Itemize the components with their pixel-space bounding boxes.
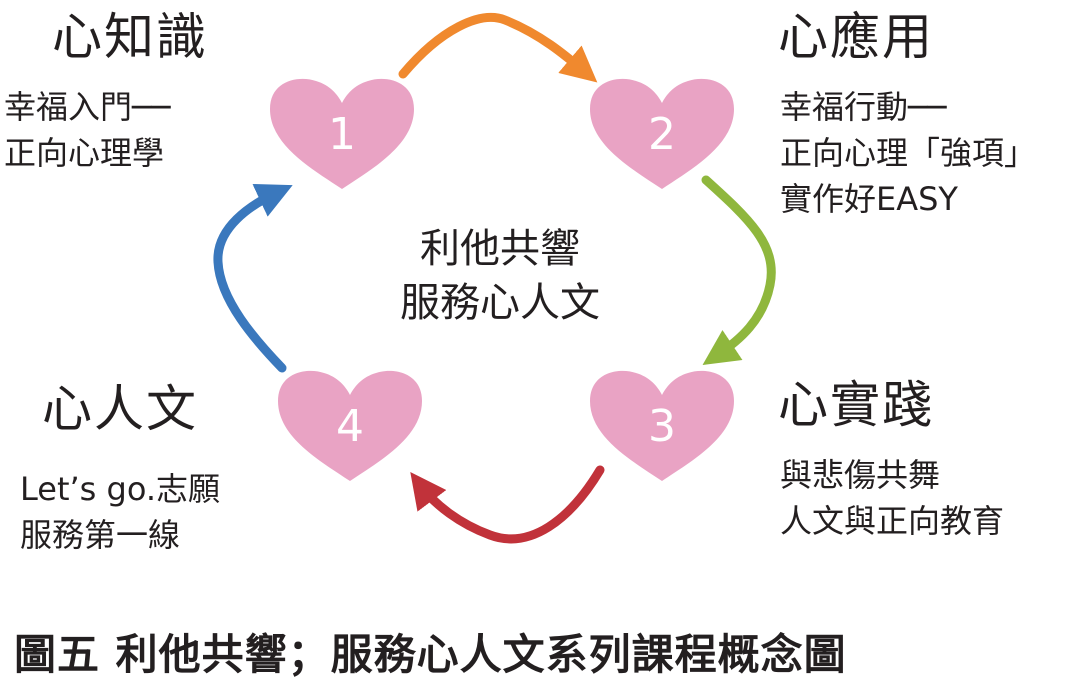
center-line-2: 服務心人文 — [400, 280, 600, 326]
node-2-line-2: 正向心理「強項」 — [780, 134, 1037, 172]
node-3-line-2: 人文與正向教育 — [780, 502, 1005, 540]
node-1-title: 心知識 — [52, 8, 208, 66]
node-4-description: Let’s go.志願 服務第一線 — [20, 466, 220, 558]
figure-caption: 圖五 利他共響；服務心人文系列課程概念圖 — [14, 630, 847, 679]
node-4-line-2: 服務第一線 — [20, 516, 181, 554]
node-number-3: 3 — [648, 401, 676, 452]
node-2-line-1: 幸福行動── — [780, 88, 947, 126]
arrow-2-to-3 — [701, 175, 776, 365]
node-1-line-1: 幸福入門── — [4, 88, 171, 126]
node-2-line-3: 實作好EASY — [780, 180, 958, 218]
node-number-4: 4 — [336, 401, 364, 452]
node-4-title: 心人文 — [42, 380, 198, 438]
arrow-1-to-2 — [398, 12, 598, 83]
node-2-description: 幸福行動── 正向心理「強項」 實作好EASY — [780, 84, 1036, 222]
center-line-1: 利他共響 — [420, 226, 580, 272]
node-number-2: 2 — [648, 109, 676, 160]
node-1-description: 幸福入門── 正向心理學 — [4, 84, 171, 176]
node-1-line-2: 正向心理學 — [4, 134, 165, 172]
heart-icon-2: 2 — [590, 78, 734, 189]
node-number-1: 1 — [328, 109, 356, 160]
node-4-line-1: Let’s go.志願 — [20, 470, 221, 508]
node-3-title: 心實踐 — [778, 376, 934, 434]
node-3-line-1: 與悲傷共舞 — [780, 456, 941, 494]
node-3-description: 與悲傷共舞 人文與正向教育 — [780, 452, 1004, 544]
arrow-3-to-4 — [410, 465, 605, 544]
arrow-4-to-1 — [213, 184, 293, 373]
center-label: 利他共響 服務心人文 — [350, 222, 650, 330]
heart-icon-4: 4 — [278, 370, 422, 481]
node-2-title: 心應用 — [778, 8, 934, 66]
heart-icon-3: 3 — [590, 370, 734, 481]
heart-icon-1: 1 — [270, 78, 414, 189]
